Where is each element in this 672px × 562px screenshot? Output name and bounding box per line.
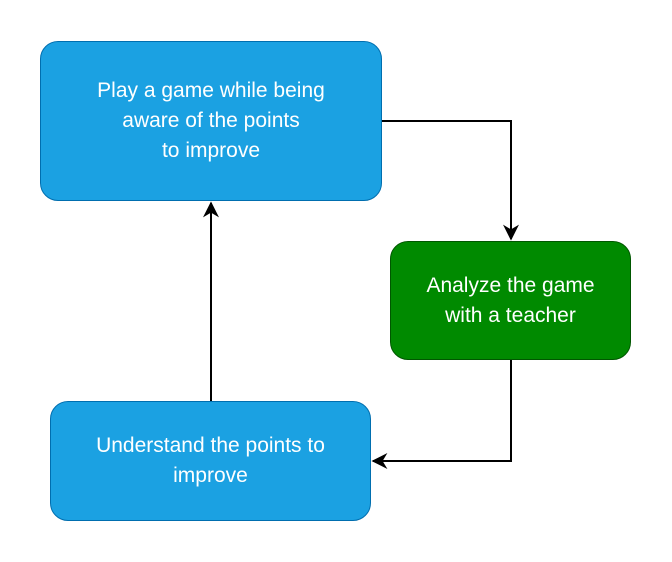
edge-play-to-analyze <box>382 120 519 241</box>
node-play-game-label: Play a game while being aware of the poi… <box>97 79 325 162</box>
node-analyze-game-label: Analyze the game with a teacher <box>426 273 595 327</box>
node-play-game[interactable]: Play a game while being aware of the poi… <box>40 41 382 201</box>
node-analyze-game[interactable]: Analyze the game with a teacher <box>390 241 631 360</box>
edge-analyze-to-understand <box>371 360 512 469</box>
node-understand-points[interactable]: Understand the points to improve <box>50 401 371 521</box>
node-understand-points-label: Understand the points to improve <box>96 434 325 487</box>
